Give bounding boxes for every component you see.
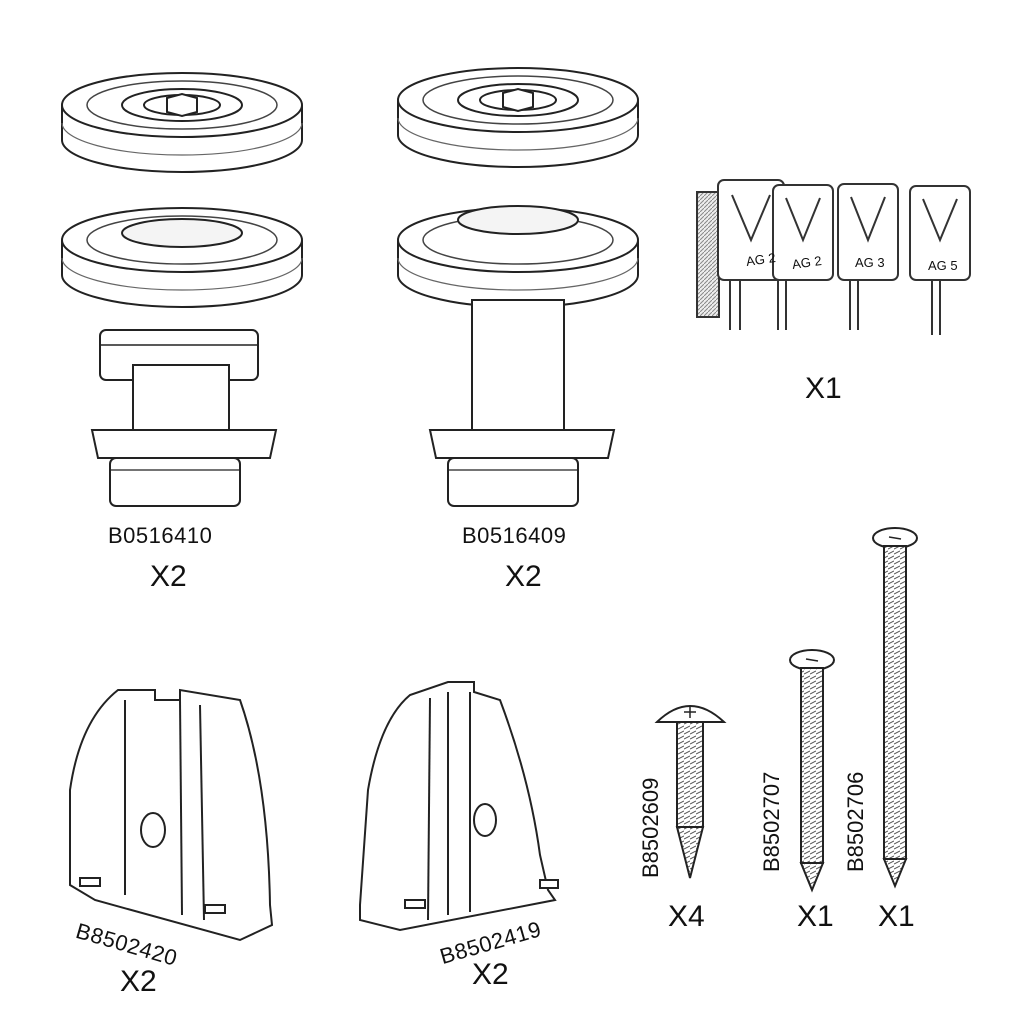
part-qty-b8502706: X1 (878, 900, 915, 933)
screw-b8502609-icon (654, 705, 727, 879)
part-qty-b8502707: X1 (797, 900, 834, 933)
part-code-b8502609: B8502609 (638, 777, 663, 878)
part-qty-b0516409: X2 (505, 560, 542, 593)
bracket-b8502419-icon (359, 681, 559, 932)
gauge-clips-icon (696, 179, 971, 335)
part-qty-gauges: X1 (805, 372, 842, 405)
gauge-label: AG 3 (855, 255, 885, 270)
part-qty-b8502609: X4 (668, 900, 705, 933)
bracket-b8502420-icon (69, 688, 274, 942)
part-code-b0516409: B0516409 (462, 523, 567, 548)
screw-b8502707-icon (789, 649, 835, 893)
gauge-label: AG 5 (928, 258, 958, 273)
screw-b8502706-icon (872, 527, 918, 889)
roller-b0516410-icon (61, 72, 303, 507)
part-code-b8502706: B8502706 (843, 771, 868, 872)
part-code-b8502707: B8502707 (759, 771, 784, 872)
part-qty-b8502420: X2 (120, 965, 157, 998)
part-qty-b8502419: X2 (472, 958, 509, 991)
part-qty-b0516410: X2 (150, 560, 187, 593)
part-code-b0516410: B0516410 (108, 523, 213, 548)
roller-b0516409-icon (397, 67, 639, 507)
